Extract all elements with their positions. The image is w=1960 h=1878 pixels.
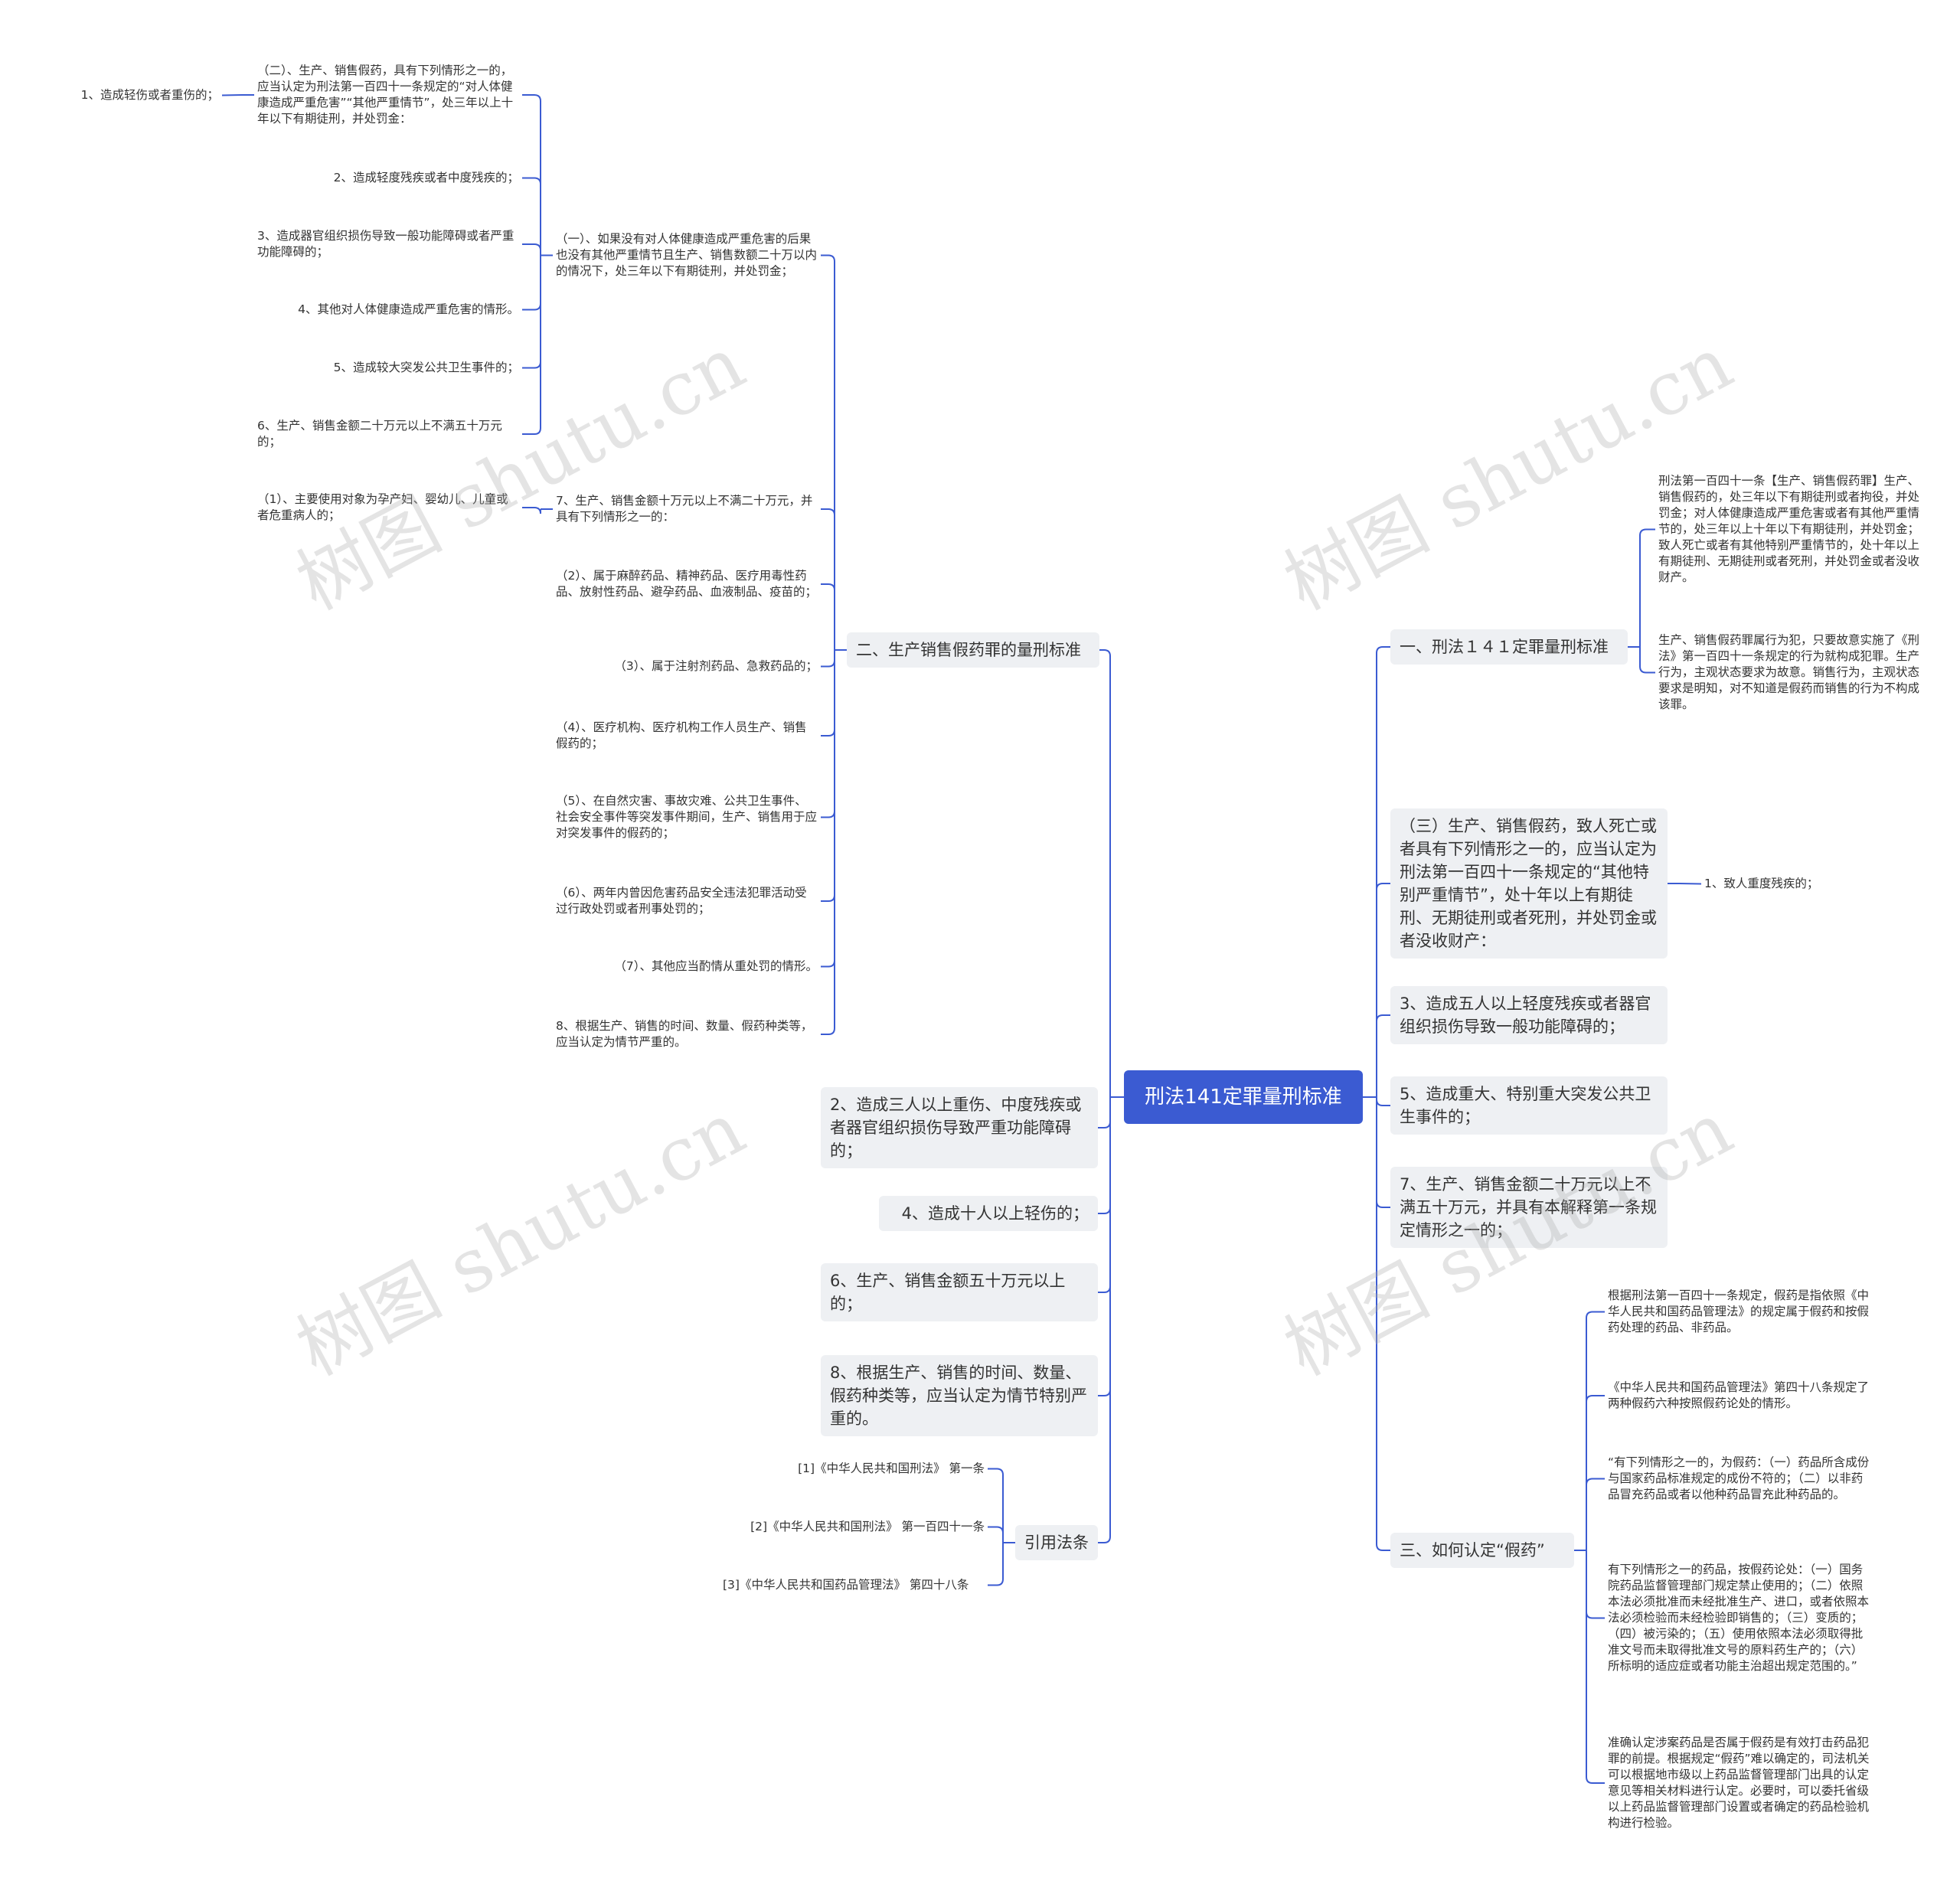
- sub1-child-4[interactable]: 4、其他对人体健康造成严重危害的情形。: [298, 302, 519, 316]
- right-item-7[interactable]: 7、生产、销售金额二十万元以上不满五十万元，并具有本解释第一条规定情形之一的；: [1390, 1167, 1668, 1248]
- branch-1-standards[interactable]: 一、刑法１４１定罪量刑标准: [1390, 629, 1628, 665]
- left-item-2[interactable]: 2、造成三人以上重伤、中度残疾或者器官组织损伤导致严重功能障碍的；: [821, 1087, 1098, 1168]
- right-item-5[interactable]: 5、造成重大、特别重大突发公共卫生事件的；: [1390, 1076, 1668, 1135]
- branch-3a-severe[interactable]: （三）生产、销售假药，致人死亡或者具有下列情形之一的，应当认定为刑法第一百四十一…: [1390, 808, 1668, 959]
- branch3-child-5[interactable]: 准确认定涉案药品是否属于假药是有效打击药品犯罪的前提。根据规定“假药”难以确定的…: [1608, 1736, 1870, 1830]
- refs-node[interactable]: 引用法条: [1015, 1525, 1098, 1560]
- ref-2[interactable]: [2]《中华人民共和国刑法》 第一百四十一条: [750, 1520, 985, 1533]
- sub1-child-5[interactable]: 5、造成较大突发公共卫生事件的；: [333, 361, 519, 374]
- branch-3-fake-drugs[interactable]: 三、如何认定“假药”: [1390, 1533, 1574, 1568]
- sub1-child-6[interactable]: 6、生产、销售金额二十万元以上不满五十万元的；: [257, 419, 502, 449]
- ref-1[interactable]: [1]《中华人民共和国刑法》 第一条: [798, 1462, 985, 1475]
- sub7-child-1[interactable]: （1）、主要使用对象为孕产妇、婴幼儿、儿童或者危重病人的；: [257, 492, 508, 522]
- ref-3[interactable]: [3]《中华人民共和国药品管理法》 第四十八条: [723, 1578, 969, 1592]
- item-3[interactable]: （3）、属于注射剂药品、急救药品的；: [614, 659, 818, 673]
- sub1-child-3[interactable]: 3、造成器官组织损伤导致一般功能障碍或者严重功能障碍的；: [257, 229, 514, 259]
- root-topic[interactable]: 刑法141定罪量刑标准: [1124, 1070, 1363, 1124]
- item-5[interactable]: （5）、在自然灾害、事故灾难、公共卫生事件、社会安全事件等突发事件期间，生产、销…: [556, 794, 818, 840]
- branch-2-sentencing[interactable]: 二、生产销售假药罪的量刑标准: [847, 632, 1099, 668]
- branch3a-child-1[interactable]: 1、致人重度残疾的；: [1704, 877, 1819, 890]
- branch3-child-2[interactable]: 《中华人民共和国药品管理法》第四十八条规定了两种假药六种按照假药论处的情形。: [1608, 1380, 1870, 1410]
- left-item-4[interactable]: 4、造成十人以上轻伤的；: [879, 1196, 1098, 1231]
- item-7[interactable]: （7）、其他应当酌情从重处罚的情形。: [614, 959, 818, 973]
- left-item-8[interactable]: 8、根据生产、销售的时间、数量、假药种类等，应当认定为情节特别严重的。: [821, 1355, 1098, 1436]
- branch1-child-1[interactable]: 刑法第一百四十一条【生产、销售假药罪】生产、销售假药的，处三年以下有期徒刑或者拘…: [1658, 474, 1920, 584]
- branch3-child-3[interactable]: “有下列情形之一的，为假药：（一）药品所含成份与国家药品标准规定的成份不符的；（…: [1608, 1455, 1870, 1501]
- item-8[interactable]: 8、根据生产、销售的时间、数量、假药种类等，应当认定为情节严重的。: [556, 1019, 813, 1049]
- item-6[interactable]: （6）、两年内曾因危害药品安全违法犯罪活动受过行政处罚或者刑事处罚的；: [556, 886, 807, 916]
- sub1-child-1[interactable]: （二）、生产、销售假药，具有下列情形之一的，应当认定为刑法第一百四十一条规定的“…: [257, 64, 514, 126]
- branch3-child-4[interactable]: 有下列情形之一的药品，按假药论处：（一）国务院药品监督管理部门规定禁止使用的；（…: [1608, 1563, 1870, 1673]
- branch3-child-1[interactable]: 根据刑法第一百四十一条规定，假药是指依照《中华人民共和国药品管理法》的规定属于假…: [1608, 1288, 1870, 1334]
- item-2[interactable]: （2）、属于麻醉药品、精神药品、医疗用毒性药品、放射性药品、避孕药品、血液制品、…: [556, 569, 818, 599]
- right-item-3[interactable]: 3、造成五人以上轻度残疾或者器官组织损伤导致一般功能障碍的；: [1390, 986, 1668, 1044]
- branch1-child-2[interactable]: 生产、销售假药罪属行为犯，只要故意实施了《刑法》第一百四十一条规定的行为就构成犯…: [1658, 633, 1920, 711]
- sub-7[interactable]: 7、生产、销售金额十万元以上不满二十万元，并具有下列情形之一的：: [556, 494, 813, 524]
- sub-1[interactable]: （一）、如果没有对人体健康造成严重危害的后果也没有其他严重情节且生产、销售数额二…: [556, 232, 818, 278]
- sub1-child-2[interactable]: 2、造成轻度残疾或者中度残疾的；: [333, 171, 519, 185]
- item-4[interactable]: （4）、医疗机构、医疗机构工作人员生产、销售假药的；: [556, 720, 807, 750]
- subsub-1[interactable]: 1、造成轻伤或者重伤的；: [80, 88, 219, 102]
- left-item-6[interactable]: 6、生产、销售金额五十万元以上的；: [821, 1263, 1098, 1321]
